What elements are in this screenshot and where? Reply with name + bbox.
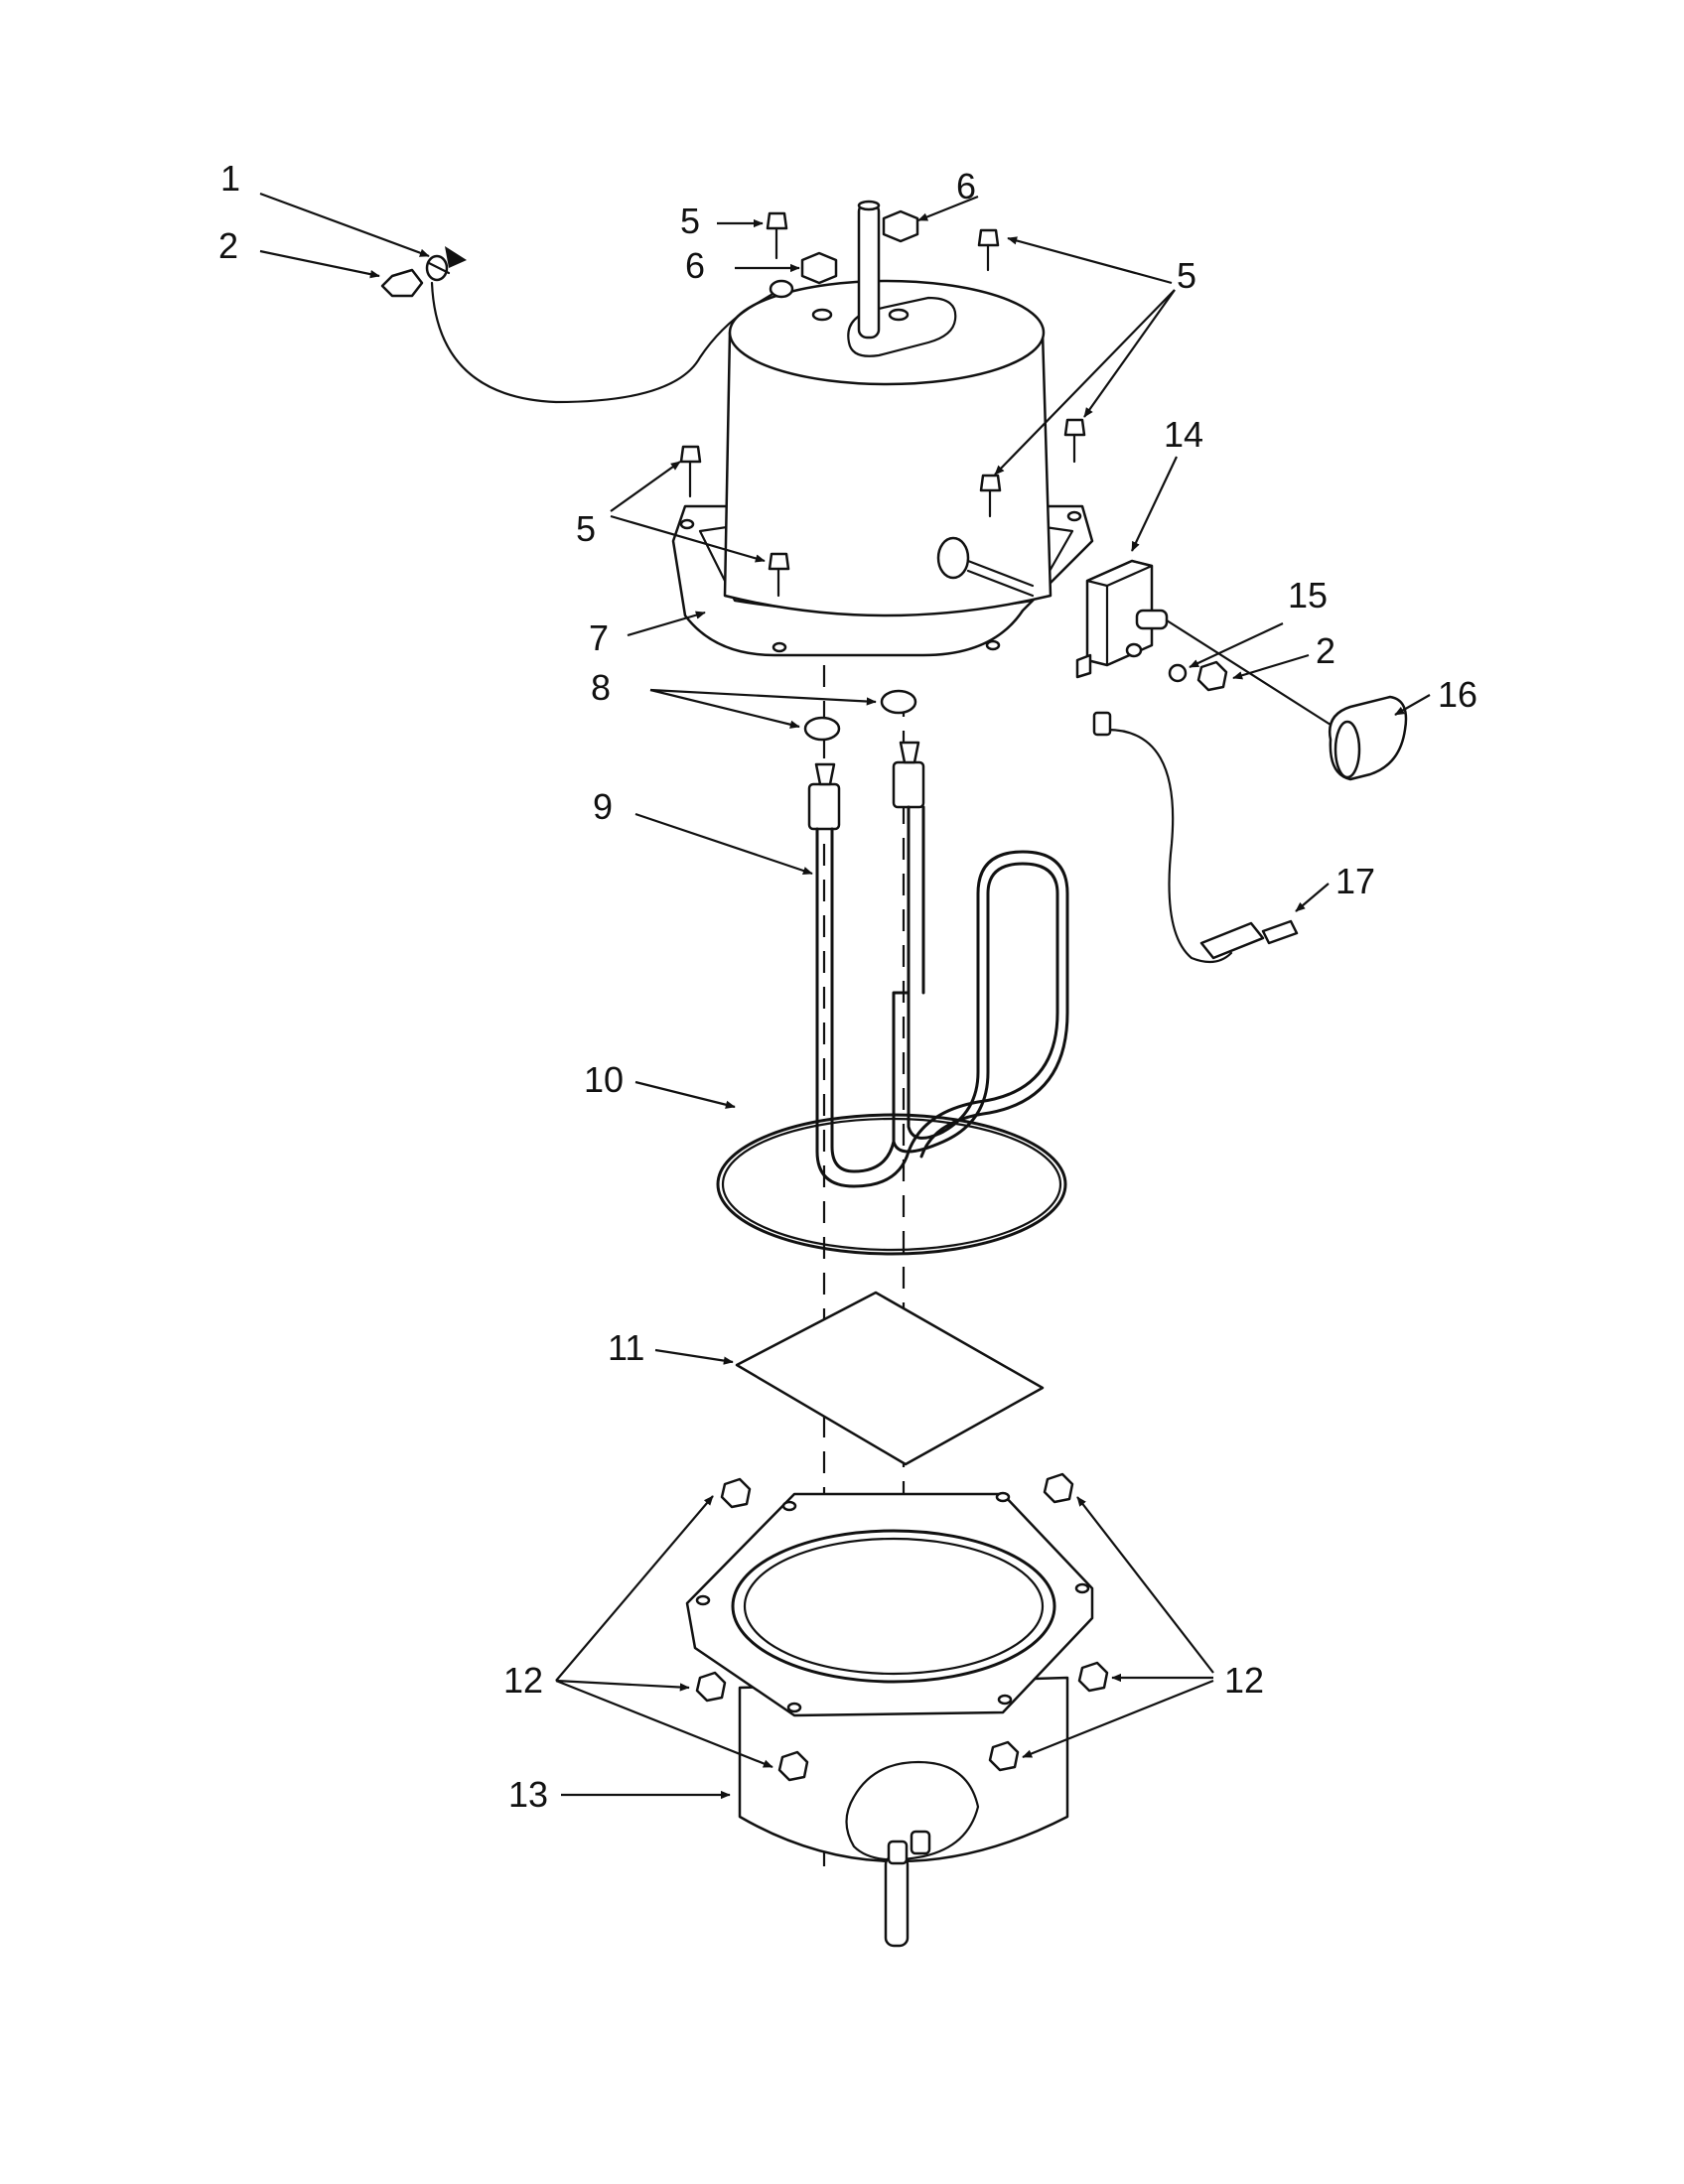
fasteners xyxy=(380,209,1086,742)
callout-13: 13 xyxy=(508,1774,548,1815)
ground-wire xyxy=(425,254,794,404)
callout-17: 17 xyxy=(1335,861,1375,901)
callout-6: 6 xyxy=(956,166,976,206)
callout-7: 7 xyxy=(589,617,609,658)
callout-5: 5 xyxy=(576,508,596,549)
callout-2: 2 xyxy=(218,225,238,266)
callout-labels: 1 2 5 6 6 5 5 7 8 9 10 11 12 12 13 14 15… xyxy=(218,158,1477,1815)
leader-lines xyxy=(259,192,1431,1800)
callout-12: 12 xyxy=(1224,1660,1264,1701)
callout-1: 1 xyxy=(220,158,240,199)
gasket-ring xyxy=(716,1113,1067,1256)
callout-14: 14 xyxy=(1164,414,1203,455)
thermostat xyxy=(1075,559,1408,964)
tank-base xyxy=(685,1472,1109,1948)
callout-5: 5 xyxy=(680,201,700,241)
callout-11: 11 xyxy=(608,1327,644,1368)
callout-16: 16 xyxy=(1438,674,1477,715)
callout-8: 8 xyxy=(591,667,611,708)
heating-element xyxy=(807,741,1069,1188)
callout-6: 6 xyxy=(685,245,705,286)
callout-12: 12 xyxy=(503,1660,543,1701)
callout-10: 10 xyxy=(584,1059,624,1100)
callout-2: 2 xyxy=(1316,630,1335,671)
motor-housing xyxy=(671,200,1094,657)
insulation-sheet xyxy=(735,1291,1045,1466)
callout-15: 15 xyxy=(1288,575,1328,615)
callout-9: 9 xyxy=(593,786,613,827)
callout-5: 5 xyxy=(1177,255,1196,296)
